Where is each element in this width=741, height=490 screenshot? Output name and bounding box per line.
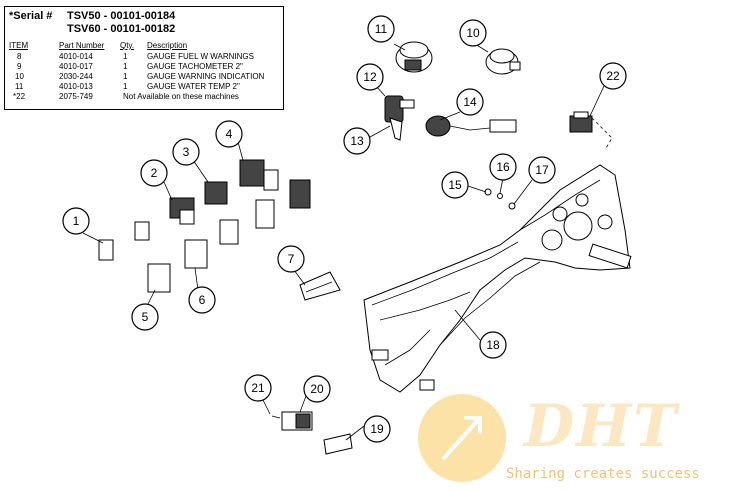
svg-text:14: 14 bbox=[463, 95, 477, 109]
column-header-part-number: Part Number bbox=[59, 41, 105, 50]
switch-parts-group bbox=[98, 159, 311, 293]
callout-11: 11 bbox=[367, 15, 395, 43]
relay-part-20 bbox=[281, 411, 313, 431]
gauge-part-10 bbox=[485, 48, 521, 75]
watermark-logo-text: DHT bbox=[524, 392, 679, 460]
watermark-tagline: Sharing creates success bbox=[506, 466, 700, 482]
svg-text:13: 13 bbox=[350, 134, 364, 148]
svg-text:18: 18 bbox=[486, 338, 500, 352]
row-desc: GAUGE FUEL W WARNINGS bbox=[147, 52, 254, 61]
row-part: 2030-244 bbox=[59, 72, 93, 81]
callout-20: 20 bbox=[303, 375, 331, 403]
callout-5: 5 bbox=[131, 303, 159, 331]
row-qty: 1 bbox=[123, 62, 128, 71]
svg-text:21: 21 bbox=[251, 381, 265, 395]
fasteners-parts-15-17 bbox=[484, 188, 516, 210]
callouts: 1 2 3 4 5 6 7 10 11 12 13 14 15 16 17 18… bbox=[62, 15, 627, 443]
row-desc: Not Available on these machines bbox=[123, 92, 239, 101]
svg-text:19: 19 bbox=[370, 422, 384, 436]
svg-text:1: 1 bbox=[73, 214, 80, 228]
callout-17: 17 bbox=[528, 156, 556, 184]
svg-text:17: 17 bbox=[535, 163, 549, 177]
callout-12: 12 bbox=[356, 63, 384, 91]
row-item: *22 bbox=[13, 92, 26, 101]
svg-text:12: 12 bbox=[363, 70, 377, 84]
callout-13: 13 bbox=[343, 127, 371, 155]
callout-3: 3 bbox=[172, 138, 200, 166]
bracket-part-19 bbox=[323, 433, 353, 455]
connector-part-14 bbox=[425, 115, 517, 137]
column-header-description: Description bbox=[147, 41, 188, 50]
callout-21: 21 bbox=[244, 374, 272, 402]
callout-7: 7 bbox=[277, 245, 305, 273]
svg-text:4: 4 bbox=[226, 127, 233, 141]
svg-text:22: 22 bbox=[606, 69, 620, 83]
dash-panel-part-18 bbox=[363, 164, 632, 393]
leader-lines bbox=[82, 43, 605, 441]
watermark-logo-icon bbox=[418, 394, 506, 482]
row-item: 8 bbox=[17, 52, 22, 61]
callout-6: 6 bbox=[188, 286, 216, 314]
svg-text:6: 6 bbox=[199, 293, 206, 307]
svg-text:3: 3 bbox=[183, 145, 190, 159]
serial-line-1: TSV50 - 00101-00184 bbox=[67, 10, 176, 22]
callout-1: 1 bbox=[62, 207, 90, 235]
callout-15: 15 bbox=[441, 171, 469, 199]
gauge-part-11 bbox=[395, 41, 433, 73]
callout-2: 2 bbox=[140, 159, 168, 187]
row-part: 2075-749 bbox=[59, 92, 93, 101]
callout-10: 10 bbox=[459, 19, 487, 47]
row-item: 9 bbox=[17, 62, 22, 71]
parts-table: *Serial # TSV50 - 00101-00184 TSV60 - 00… bbox=[4, 6, 284, 110]
serial-prefix: *Serial # bbox=[9, 10, 53, 22]
row-part: 4010-013 bbox=[59, 82, 93, 91]
row-qty: 1 bbox=[123, 82, 128, 91]
row-item: 11 bbox=[15, 82, 24, 91]
row-qty: 1 bbox=[123, 72, 128, 81]
svg-text:11: 11 bbox=[375, 22, 388, 36]
svg-text:5: 5 bbox=[142, 310, 149, 324]
row-qty: 1 bbox=[123, 52, 128, 61]
plate-part-7 bbox=[299, 271, 341, 301]
row-desc: GAUGE TACHOMETER 2" bbox=[147, 62, 243, 71]
row-item: 10 bbox=[15, 72, 24, 81]
row-part: 4010-014 bbox=[59, 52, 93, 61]
column-header-qty: Qty. bbox=[120, 41, 135, 50]
callout-16: 16 bbox=[489, 153, 517, 181]
ignition-switch-part-12 bbox=[384, 95, 415, 141]
callout-4: 4 bbox=[215, 120, 243, 148]
serial-line-2: TSV60 - 00101-00182 bbox=[67, 23, 176, 35]
callout-18: 18 bbox=[479, 331, 507, 359]
row-desc: GAUGE WARNING INDICATION bbox=[147, 72, 265, 81]
row-desc: GAUGE WATER TEMP 2" bbox=[147, 82, 240, 91]
svg-text:10: 10 bbox=[466, 26, 480, 40]
switch-part-22 bbox=[569, 111, 593, 133]
svg-text:2: 2 bbox=[151, 166, 158, 180]
callout-19: 19 bbox=[363, 415, 391, 443]
svg-text:16: 16 bbox=[496, 160, 510, 174]
svg-text:7: 7 bbox=[288, 252, 295, 266]
svg-text:20: 20 bbox=[310, 382, 324, 396]
callout-14: 14 bbox=[456, 88, 484, 116]
row-part: 4010-017 bbox=[59, 62, 93, 71]
svg-text:15: 15 bbox=[448, 178, 462, 192]
column-header-item: ITEM bbox=[9, 41, 29, 50]
callout-22: 22 bbox=[599, 62, 627, 90]
